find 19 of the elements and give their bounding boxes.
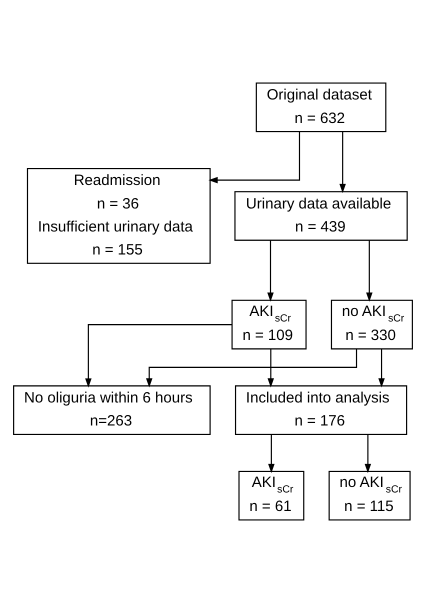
- node-box: Included into analysis n = 176: [234, 384, 407, 434]
- arrow: [146, 348, 357, 388]
- node-box: Original dataset n = 632: [255, 82, 386, 132]
- arrow: [366, 240, 372, 302]
- node-box: AKI$_{sCr}$ n = 109: [231, 299, 306, 349]
- node-box: Readmission n = 36 Insufficient urinary data n = 155: [26, 168, 210, 264]
- arrow: [378, 348, 384, 388]
- node-box: No oliguria within 6 hours n=263: [12, 384, 210, 434]
- arrow: [364, 434, 371, 473]
- node-box: Urinary data available n = 439: [234, 190, 408, 240]
- arrow: [338, 131, 346, 193]
- arrow: [267, 348, 274, 388]
- arrow: [84, 324, 232, 388]
- node-box: no AKI$_{sCr}$ n = 115: [328, 470, 410, 520]
- arrow: [208, 131, 300, 183]
- node-box: AKI$_{sCr}$ n = 61: [238, 470, 304, 520]
- arrow: [268, 434, 274, 473]
- arrow: [266, 240, 274, 302]
- node-box: no AKI$_{sCr}$ n = 330: [330, 299, 412, 349]
